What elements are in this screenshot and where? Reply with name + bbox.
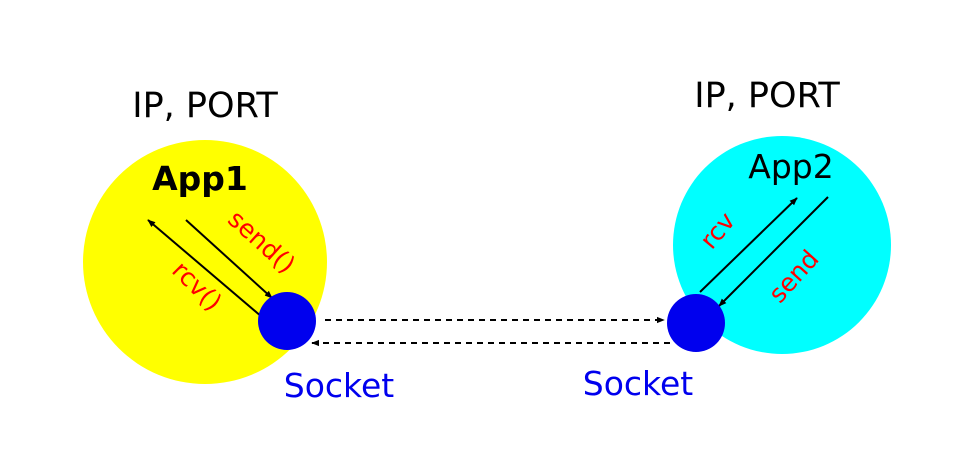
app1-send-arrow <box>185 219 273 299</box>
app1-rcv-arrow <box>147 219 263 318</box>
app2-name: App2 <box>748 147 833 186</box>
app1-socket-label: Socket <box>284 366 395 405</box>
app1-name: App1 <box>152 159 248 198</box>
app2-socket <box>667 294 725 352</box>
app1-socket <box>258 292 316 350</box>
app1-header: IP, PORT <box>132 86 278 126</box>
app2-socket-label: Socket <box>583 364 694 403</box>
app2-circle <box>673 136 891 354</box>
app2-send-arrow <box>718 196 829 307</box>
app2-header: IP, PORT <box>694 76 840 116</box>
app2-rcv-arrow <box>699 197 798 293</box>
